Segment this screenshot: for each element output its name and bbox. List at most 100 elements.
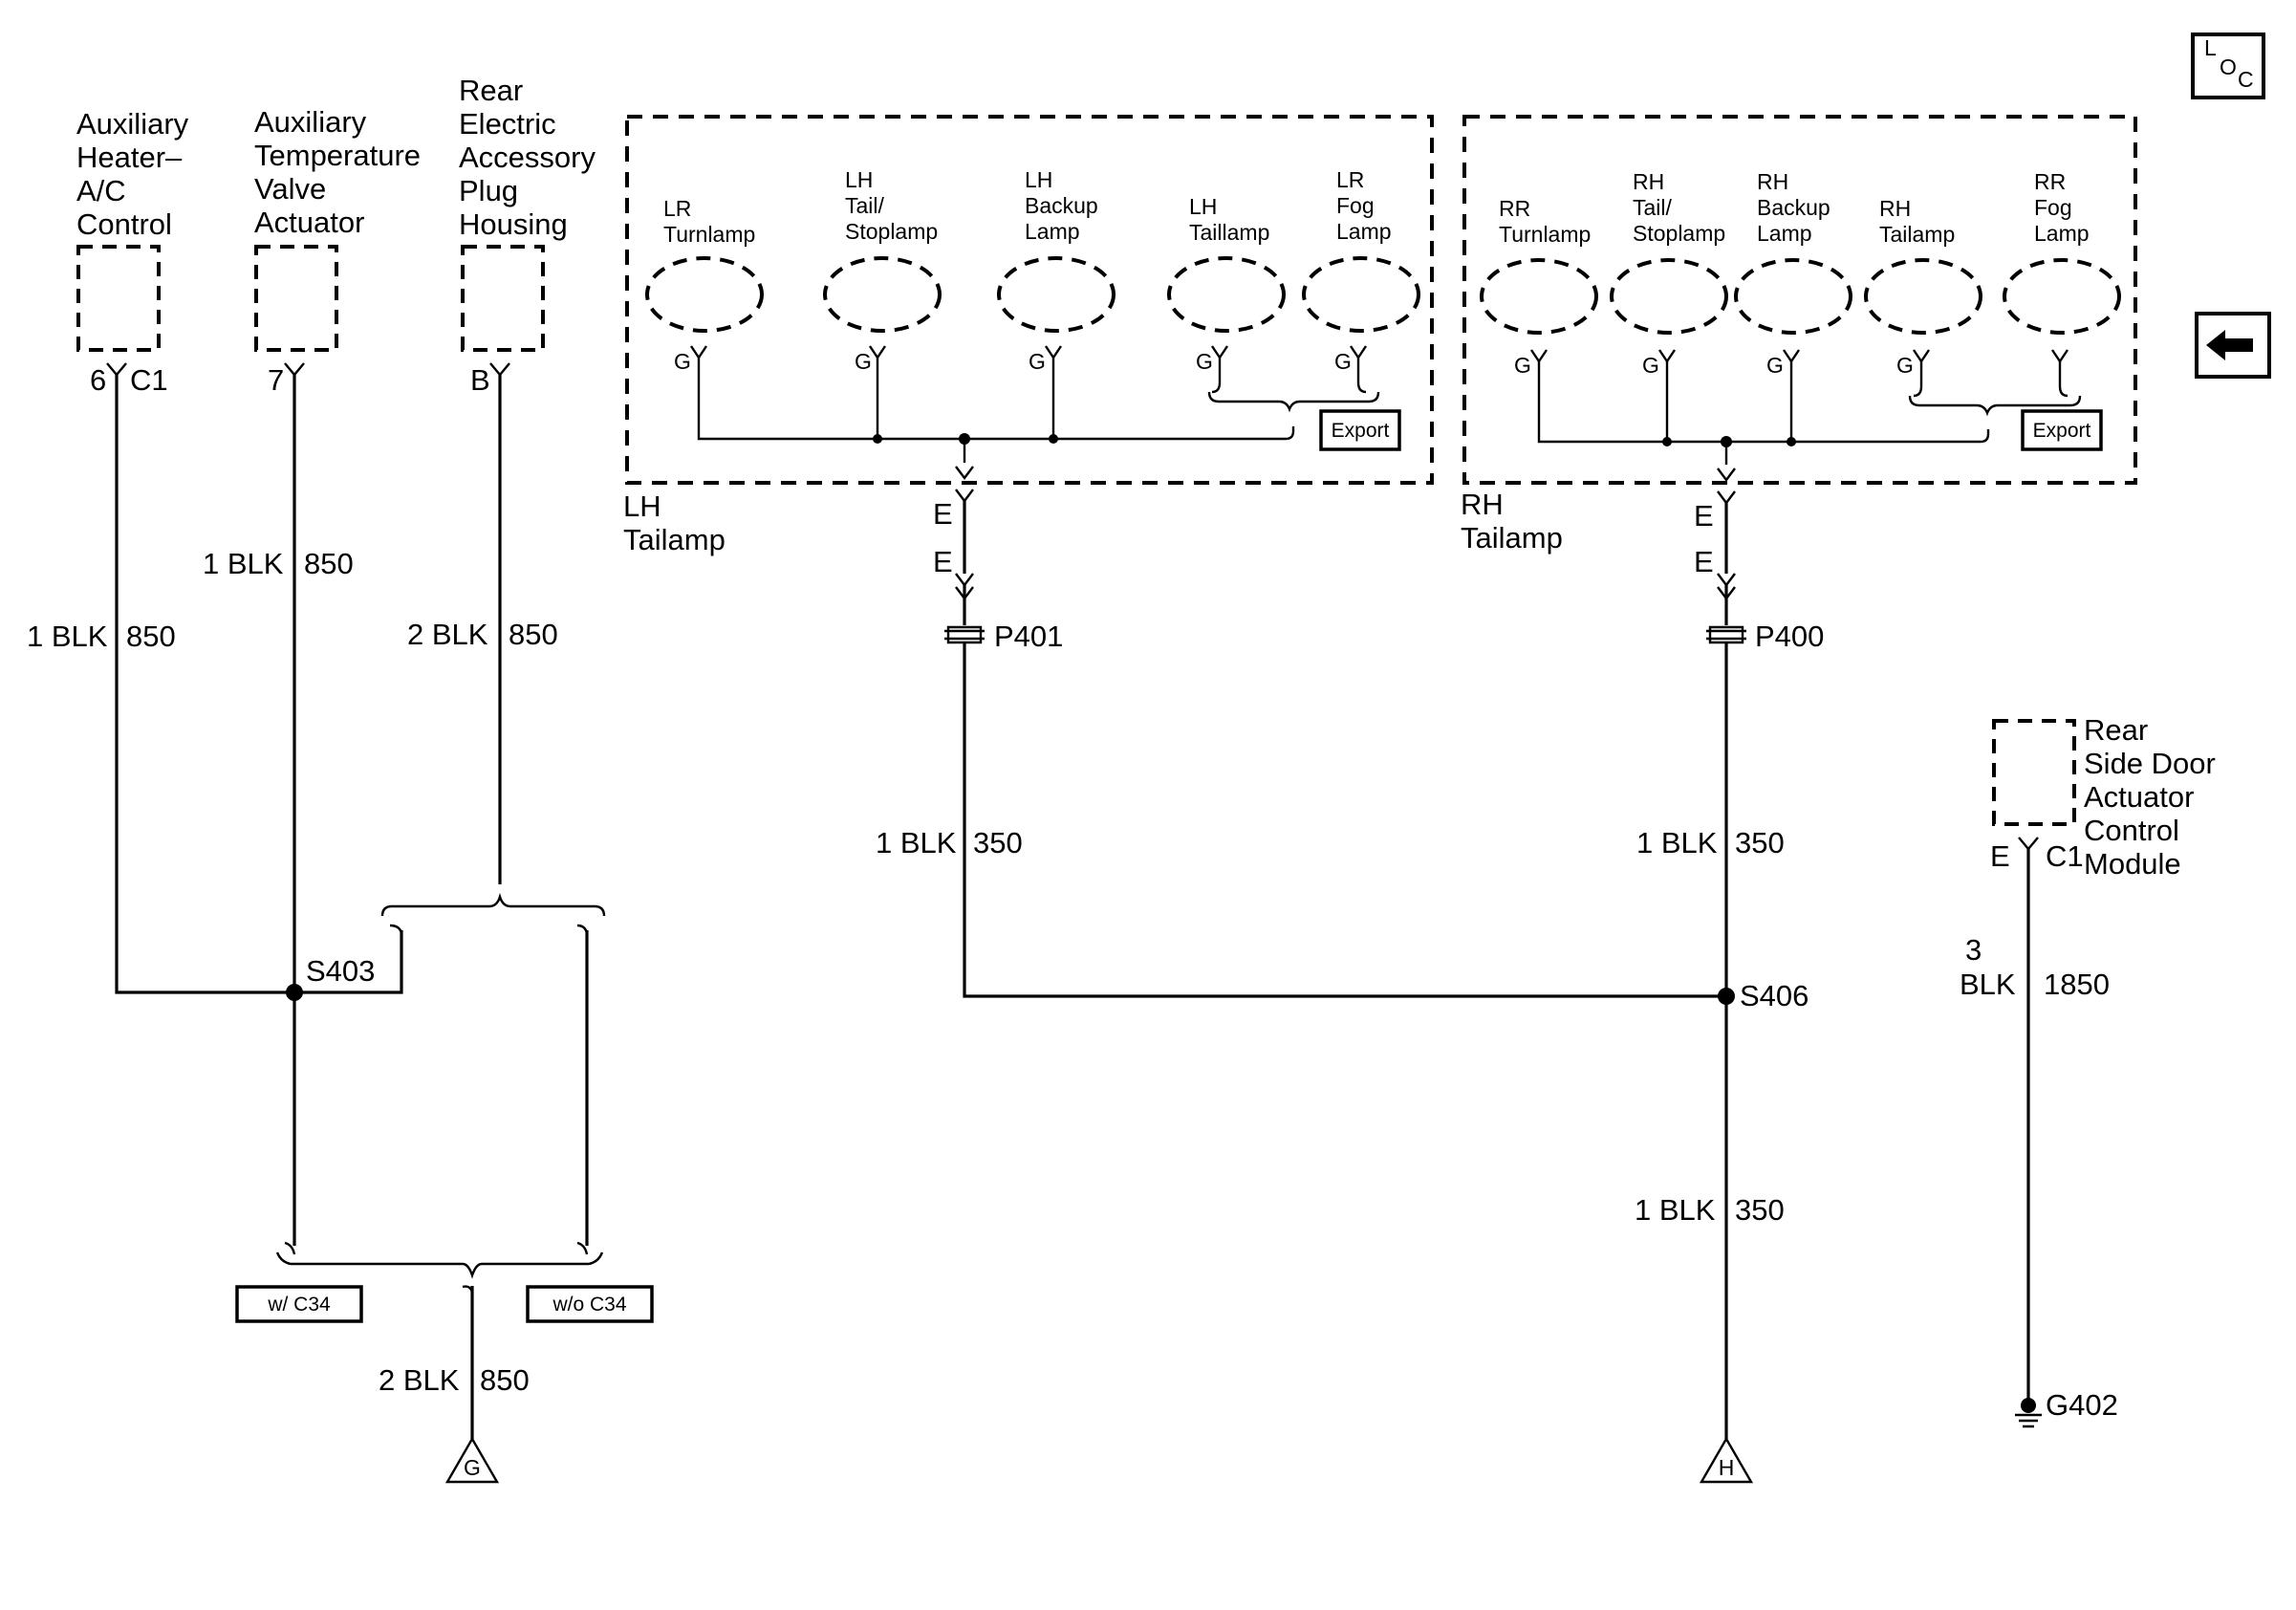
svg-text:G: G [674,349,691,374]
option-brace-top [380,892,606,934]
svg-text:3: 3 [1965,933,1982,967]
option-with-c34: w/ C34 [235,1285,363,1323]
svg-text:Export: Export [1332,420,1390,442]
svg-text:850: 850 [480,1363,530,1397]
svg-text:P400: P400 [1755,620,1824,653]
svg-text:G402: G402 [2046,1388,2118,1422]
svg-text:2 BLK: 2 BLK [379,1363,460,1397]
lh-tailamp-harness: E E P401 [933,489,1063,653]
svg-text:G: G [1896,353,1914,378]
svg-text:850: 850 [126,620,176,653]
svg-text:7: 7 [268,363,284,397]
ground-g402: G402 [2015,1388,2118,1428]
svg-text:E: E [1694,499,1714,533]
svg-text:1 BLK: 1 BLK [1636,826,1718,859]
svg-text:C1: C1 [2046,839,2084,873]
svg-text:G: G [1029,349,1046,374]
svg-text:G: G [464,1455,481,1480]
svg-text:L: L [2204,35,2217,60]
rh-tailamp-harness: E E P400 [1694,490,1824,653]
svg-text:1850: 1850 [2044,968,2110,1001]
svg-text:2 BLK: 2 BLK [407,618,488,651]
svg-text:E: E [1990,839,2010,873]
svg-text:C: C [2238,67,2254,92]
wire-label-350-a: 1 BLK 350 [876,826,1023,859]
svg-text:B: B [470,363,490,397]
loc-icon[interactable]: L O C [2191,33,2265,99]
splice-s406: S406 [1718,979,1809,1012]
svg-text:G: G [1642,353,1659,378]
svg-text:350: 350 [1735,1193,1785,1227]
svg-text:6: 6 [90,363,106,397]
svg-text:350: 350 [1735,826,1785,859]
wire-label-850-a: 1 BLK 850 [27,620,176,653]
svg-text:E: E [933,497,953,531]
wire-label-1850: 3 BLK 1850 [1960,933,2110,1001]
wire-label-850-c: 2 BLK 850 [407,618,558,651]
svg-text:350: 350 [973,826,1023,859]
svg-text:850: 850 [509,618,558,651]
wire-label-350-b: 1 BLK 350 [1636,826,1785,859]
circuit-350-wires [963,642,1728,1439]
svg-text:G: G [1766,353,1784,378]
svg-text:850: 850 [304,547,354,580]
circuit-850-wires [115,375,589,1439]
svg-text:G: G [1334,349,1352,374]
svg-text:G: G [855,349,872,374]
ref-g-triangle: G [444,1436,500,1484]
option-without-c34: w/o C34 [526,1285,654,1323]
svg-text:1 BLK: 1 BLK [27,620,108,653]
svg-text:Export: Export [2033,420,2091,442]
svg-text:1 BLK: 1 BLK [203,547,284,580]
svg-text:w/o C34: w/o C34 [552,1294,626,1316]
svg-text:E: E [1694,545,1714,578]
svg-text:S406: S406 [1740,979,1809,1012]
splice-s403: S403 [286,954,375,1001]
svg-text:P401: P401 [994,620,1063,653]
svg-text:w/ C34: w/ C34 [267,1294,331,1316]
wire-label-850-b: 1 BLK 850 [203,547,354,580]
wire-label-350-c: 1 BLK 350 [1635,1193,1785,1227]
option-brace-bottom [275,1241,604,1294]
svg-text:1 BLK: 1 BLK [876,826,957,859]
svg-text:BLK: BLK [1960,968,2016,1001]
svg-text:E: E [933,545,953,578]
aux-heater-connector: 6 C1 [90,362,168,397]
svg-text:G: G [1514,353,1531,378]
svg-text:S403: S403 [306,954,375,988]
ref-h-triangle: H [1699,1436,1754,1484]
svg-text:H: H [1719,1455,1735,1480]
svg-text:1 BLK: 1 BLK [1635,1193,1716,1227]
svg-text:G: G [1196,349,1213,374]
rear-door-connector: E C1 [1990,837,2084,873]
aux-temp-connector: 7 [268,362,305,397]
wire-label-850-d: 2 BLK 850 [379,1363,530,1397]
svg-text:C1: C1 [130,363,168,397]
rear-plug-connector: B [470,362,510,397]
back-arrow-icon[interactable] [2195,312,2271,379]
svg-text:O: O [2220,54,2237,79]
